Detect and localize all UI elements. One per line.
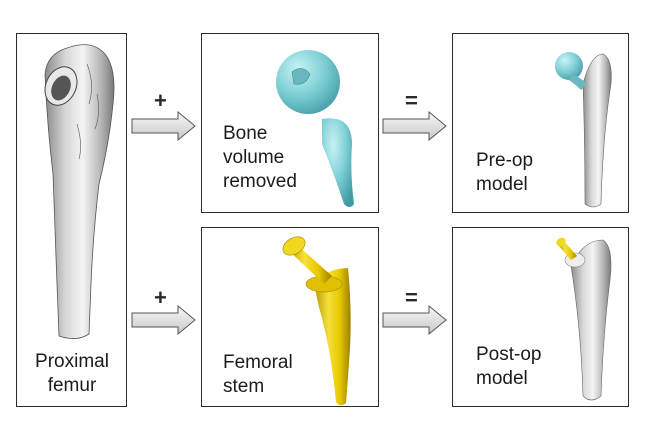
- femoral-stem-label: Femoral stem: [223, 351, 293, 399]
- equals-sign-bottom: =: [405, 285, 418, 310]
- post-op-model-panel: Post-op model: [452, 227, 629, 407]
- bone-volume-image: [276, 50, 354, 207]
- proximal-femur-panel: Proximal femur: [16, 33, 127, 407]
- arrow-right-icon: [131, 111, 196, 141]
- pre-op-label-line1: Pre-op: [476, 150, 534, 171]
- arrow-right-icon: [382, 111, 447, 141]
- post-op-label-line1: Post-op: [476, 344, 542, 365]
- pre-op-model-panel: Pre-op model: [452, 33, 629, 213]
- femoral-stem-label-line2: stem: [223, 376, 265, 397]
- proximal-femur-label: Proximal femur: [29, 350, 115, 398]
- pre-op-model-image: [555, 52, 612, 208]
- bone-volume-label-line3: removed: [223, 171, 297, 192]
- pre-op-label: Pre-op model: [476, 149, 533, 197]
- femoral-stem-label-line1: Femoral: [223, 352, 293, 373]
- bone-volume-label: Bone volume removed: [223, 122, 297, 194]
- femoral-stem-image: [282, 236, 351, 406]
- equals-sign-top: =: [405, 88, 418, 113]
- proximal-femur-label-line2: femur: [47, 375, 97, 396]
- proximal-femur-label-line1: Proximal: [35, 351, 109, 372]
- arrow-right-icon: [382, 305, 447, 335]
- pre-op-label-line2: model: [476, 174, 528, 195]
- femoral-stem-panel: Femoral stem: [201, 227, 379, 407]
- proximal-femur-image: [44, 44, 115, 339]
- bone-volume-label-line1: Bone: [223, 123, 268, 144]
- bone-volume-removed-panel: Bone volume removed: [201, 33, 379, 213]
- plus-sign-bottom: +: [154, 285, 167, 310]
- bone-volume-label-line2: volume: [223, 147, 285, 168]
- post-op-label-line2: model: [476, 368, 528, 389]
- post-op-label: Post-op model: [476, 343, 541, 391]
- post-op-model-image: [556, 237, 612, 401]
- arrow-right-icon: [131, 305, 196, 335]
- plus-sign-top: +: [154, 88, 167, 113]
